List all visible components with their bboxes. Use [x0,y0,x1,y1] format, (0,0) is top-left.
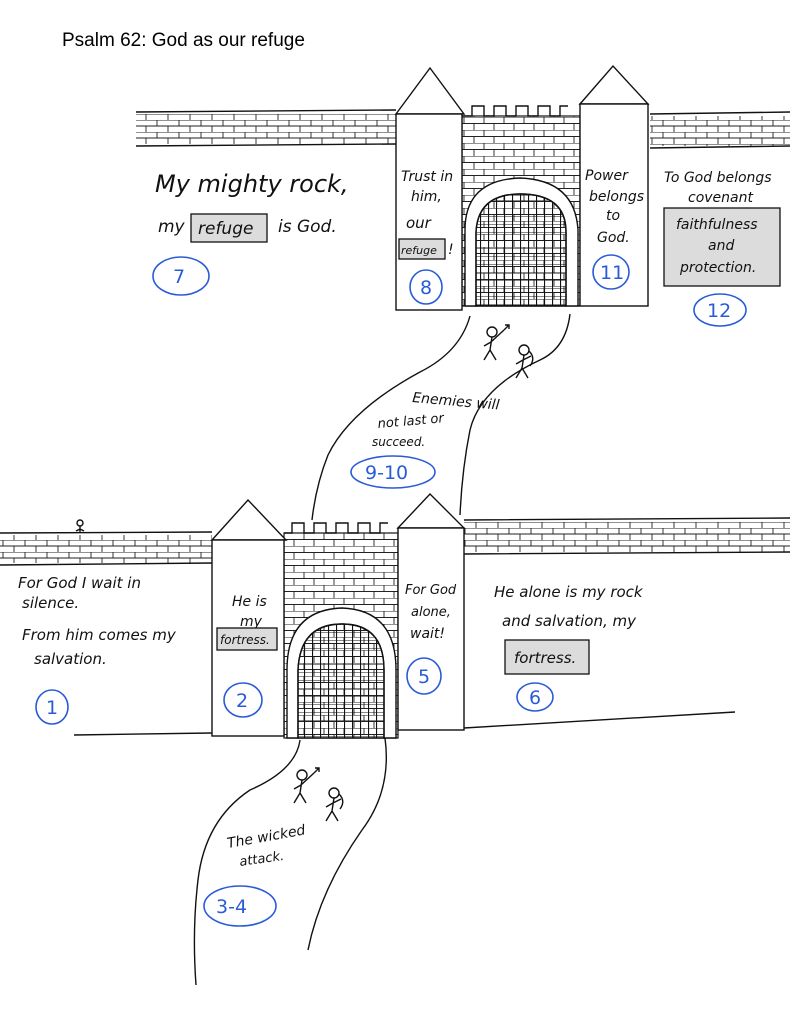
lookout-figure [75,519,85,533]
verse-11-number: 11 [600,262,624,284]
verse-1-line4: salvation. [34,650,107,668]
covenant-box [663,207,781,287]
verse-2-number: 2 [236,690,248,712]
verse-2-boxed-word: fortress. [220,633,270,647]
verse-5-line3: wait! [410,626,445,642]
verse-1-circle [35,689,69,725]
verse-2-circle [223,682,263,718]
verse-1-line1: For God I wait in [18,574,141,592]
stick-figure-2 [515,344,534,379]
stick-figure-3 [293,767,320,804]
verse-6-line1: He alone is my rock [494,583,644,601]
verse-8-group: Trust in him, our refuge ! 8 [398,169,454,305]
upper-right-wall [649,111,791,149]
lower-right-wall [463,517,791,555]
verse-11-group: Power belongs to God. 11 [585,168,644,290]
verse-1-line2: silence. [22,594,79,612]
verse-7-line1: My mighty rock, [155,170,349,198]
verse-2-line1: He is [232,594,267,610]
verse-3-4-circle [203,885,277,927]
verse-6-boxed-word: fortress. [514,649,576,667]
fortress-box-tower [216,627,278,651]
verse-2-group: He is my fortress. 2 [216,594,278,718]
lower-right-tower [396,492,466,731]
verse-11-line2: belongs [589,189,644,205]
verse-9-10-group: Enemies will not last or succeed. 9-10 [350,390,501,489]
verse-1-line3: From him comes my [22,626,177,644]
upper-castle [135,64,791,311]
verse-12-circle [693,293,747,327]
verse-8-line2: him, [411,189,442,205]
verse-8-circle [409,269,443,305]
verse-3-4-group: The wicked attack. 3-4 [203,822,307,927]
lower-gatehouse [283,522,399,739]
verse-3-4-number: 3-4 [216,896,247,918]
verse-7-my: my [158,217,186,237]
verse-8-line3: our [406,214,432,232]
verse-7-number: 7 [173,266,185,288]
ground-left [73,732,213,736]
lower-left-wall [0,531,213,566]
verse-3-4-line2: attack. [238,849,285,870]
verse-7-boxed-word: refuge [198,219,253,239]
verse-6-line2: and salvation, my [502,612,637,630]
upper-left-tower [394,66,466,311]
verse-1-number: 1 [46,697,58,719]
verse-5-line2: alone, [411,605,451,620]
verse-11-line4: God. [597,230,630,246]
verse-8-number: 8 [420,277,432,299]
verse-1-group: For God I wait in silence. From him come… [18,574,177,725]
upper-gatehouse [461,105,581,307]
verse-8-line1: Trust in [401,169,453,185]
stick-figure-4 [325,787,344,822]
verse-11-line1: Power [585,168,629,184]
verse-12-box-line2: and [708,238,734,254]
lower-castle [0,492,791,739]
verse-5-line1: For God [405,583,457,598]
verse-2-line2: my [240,614,263,630]
refuge-box-tower [398,238,446,260]
verse-12-group: To God belongs covenant faithfulness and… [663,170,781,327]
verse-9-10-number: 9-10 [365,462,408,484]
upper-stick-figures [483,324,534,379]
ground-right [463,711,736,729]
verse-12-box-line3: protection. [679,260,756,276]
verse-9-10-line3: succeed. [372,435,425,449]
verse-7-circle [152,256,210,296]
verse-7-line2-end: is God. [278,217,337,237]
verse-8-boxed-word: refuge [401,244,437,257]
verse-5-number: 5 [418,666,430,688]
lower-stick-figures [293,767,344,822]
verse-5-circle [406,657,442,695]
upper-right-tower [578,64,650,307]
verse-12-number: 12 [707,300,731,322]
refuge-box [190,213,268,243]
page-title: Psalm 62: God as our refuge [62,30,305,51]
verse-12-line2: covenant [688,190,753,206]
verse-6-group: He alone is my rock and salvation, my fo… [494,583,644,712]
lower-path [193,737,388,986]
verse-3-4-line1: The wicked [226,822,307,852]
verse-9-10-line2: not last or [377,411,446,432]
middle-path [311,313,571,521]
verse-12-box-line1: faithfulness [676,217,758,233]
verse-9-10-circle [350,455,436,489]
verse-12-line1: To God belongs [664,170,772,186]
verse-11-line3: to [606,208,620,224]
verse-5-group: For God alone, wait! 5 [405,583,457,695]
verse-7-group: My mighty rock, my refuge is God. 7 [152,170,349,296]
verse-11-circle [592,254,630,290]
verse-9-10-line1: Enemies will [412,390,501,414]
upper-left-wall [135,109,397,147]
verse-8-exclaim: ! [448,242,454,258]
fortress-box [504,639,590,675]
stick-figure-1 [483,324,510,361]
verse-6-number: 6 [529,687,541,709]
verse-6-circle [516,682,554,712]
